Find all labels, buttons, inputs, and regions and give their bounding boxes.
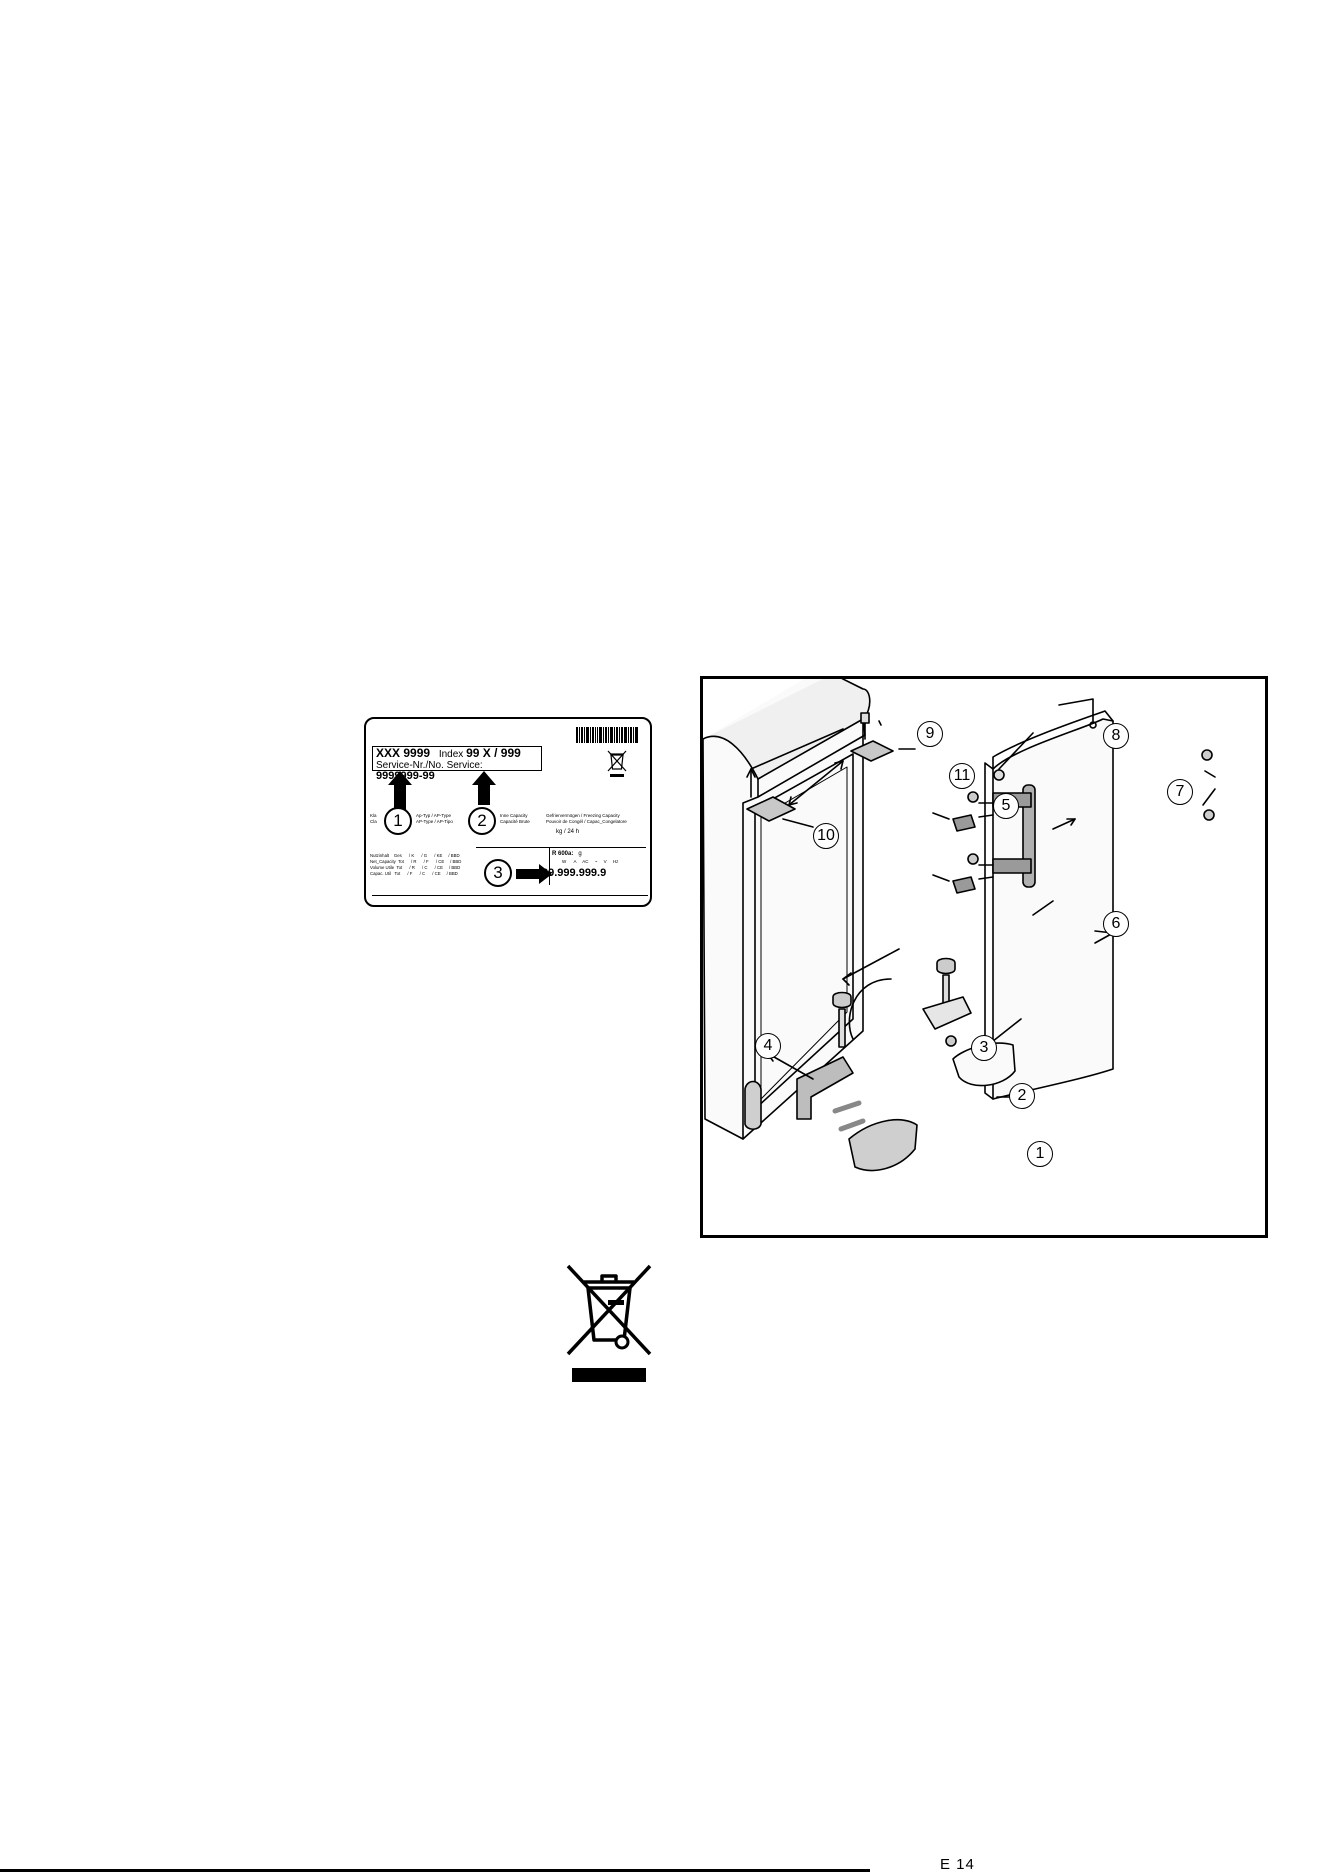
label-9: 9 (917, 721, 943, 747)
plate-callout-1: 1 (384, 807, 412, 835)
screw-bottom-a (832, 1100, 862, 1114)
pin-8b (1089, 721, 1097, 729)
cabinet-inner-frame (754, 753, 854, 1110)
crossed-bin-icon (607, 750, 627, 777)
cabinet-bottom-hole (744, 1080, 762, 1131)
hinge-plate-11 (850, 740, 894, 762)
hinge-plate-10 (746, 796, 796, 822)
label-2: 2 (1009, 1083, 1035, 1109)
cabinet-inner-shadow (760, 766, 848, 1100)
cover-bottom (848, 1118, 918, 1172)
label-11: 11 (949, 763, 975, 789)
footer-page-number: E 14 (940, 1856, 975, 1873)
label-4: 4 (755, 1033, 781, 1059)
plate-refrigerant: R 600a: g (552, 851, 582, 857)
hinge-bracket-2 (922, 996, 972, 1030)
plate-id-box: XXX 9999 Index 99 X / 999 Service-Nr./No… (372, 746, 542, 782)
label-1: 1 (1027, 1141, 1053, 1167)
arrow-curve (848, 978, 892, 1040)
arrow-left-bottom (766, 1052, 814, 1080)
nut-2 (945, 1035, 957, 1047)
plate-index-label: Index (438, 749, 464, 760)
cabinet-top-front (757, 718, 866, 798)
cap-5-top (952, 814, 976, 832)
cover-1 (952, 1042, 1016, 1087)
label-6: 6 (1103, 911, 1129, 937)
plate-type-text: Ap-Typ / AP-Type AP-Type / AP-Tipo (416, 813, 453, 824)
weee-bar (572, 1368, 646, 1382)
plate-service-label: Service-Nr./No. Service: (376, 760, 483, 771)
rating-plate: XXX 9999 Index 99 X / 999 Service-Nr./No… (364, 717, 652, 907)
arrow-door (1052, 818, 1076, 830)
door-outline (992, 718, 1114, 1100)
label-10: 10 (813, 823, 839, 849)
plate-freezing-text: Gefriervermögen / Freezing Capacity Pouv… (546, 813, 627, 824)
plate-refrigerant-label: R 600a: (552, 851, 574, 857)
door-top (992, 710, 1114, 770)
plate-index-value: 99 X / 999 (466, 746, 521, 760)
plate-serial: 99.999.999.9 (542, 867, 607, 879)
plate-bottom-rule (372, 895, 648, 896)
plate-callout-3: 3 (484, 859, 512, 887)
plate-class-text: Kla Cla (370, 813, 377, 824)
screw-top-b (967, 853, 979, 865)
screw-7-b (1203, 809, 1215, 821)
washer-left (832, 991, 852, 1009)
door-hinge-assembly-diagram: 1 2 3 4 5 6 7 8 9 10 11 (700, 676, 1268, 1238)
assembly-drawing (703, 679, 1216, 1172)
plate-callout-2: 2 (468, 807, 496, 835)
bolt-3 (942, 974, 950, 1006)
hinge-bracket-bottom (796, 1056, 854, 1120)
screw-7-a (1201, 749, 1213, 761)
cabinet-front-edge (742, 796, 759, 1140)
label-7: 7 (1167, 779, 1193, 805)
door-side (984, 762, 994, 1100)
screw-9 (860, 712, 870, 740)
label-3: 3 (971, 1035, 997, 1061)
arrow-swap (788, 760, 844, 806)
plate-refrigerant-value: g (578, 851, 582, 857)
screw-top-a (967, 791, 979, 803)
plate-capacity-text: Inne Capacity Capacité Brute (500, 813, 530, 824)
plate-electric: W A AC ~ V Hz (562, 859, 619, 864)
plate-arrow-2 (472, 771, 496, 805)
label-8: 8 (1103, 723, 1129, 749)
washer-3 (936, 957, 956, 975)
screw-bottom-b (838, 1118, 866, 1132)
plate-arrow-3 (516, 864, 552, 884)
plate-divider (476, 847, 646, 848)
plate-model: XXX 9999 (376, 746, 431, 760)
plate-kg24-text: kg / 24 h (556, 829, 580, 835)
cap-5-bottom (952, 876, 976, 894)
arrow-diagonal (842, 948, 900, 980)
plate-arrow-1 (388, 771, 412, 811)
barcode (576, 727, 638, 743)
bolt-left (838, 1008, 846, 1048)
label-5: 5 (993, 793, 1019, 819)
crossed-wheelie-bin-icon (566, 1264, 652, 1356)
footer-rule (0, 1869, 870, 1872)
pin-8 (993, 769, 1005, 781)
handle-mount-bottom (992, 858, 1032, 874)
plate-capacity-rows: Nutzinhalt Ges / K / G / KE / BBD Net_Ca… (370, 853, 462, 876)
